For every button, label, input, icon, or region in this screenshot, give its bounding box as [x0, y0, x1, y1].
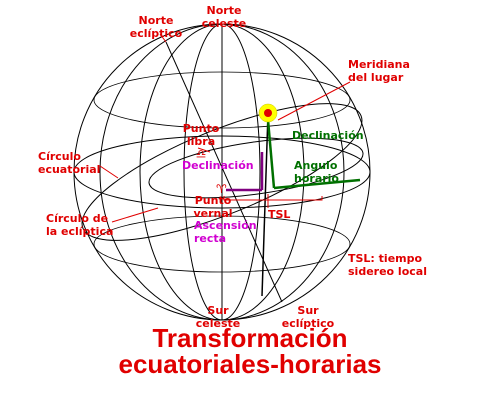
diagram-title-line-1: Transformación — [152, 323, 348, 353]
leader-circulo-ecliptica — [111, 207, 159, 223]
label-tsl: TSL — [268, 208, 291, 221]
diagram-title-line-2: ecuatoriales-horarias — [118, 349, 382, 379]
leader-meridiana — [277, 81, 351, 121]
sun-dot — [264, 109, 272, 117]
ecliptic-axis — [165, 41, 283, 303]
declination-arc-sun — [266, 119, 276, 189]
aries-icon: ♈ — [216, 182, 227, 196]
declination-circle — [148, 137, 364, 199]
label-declinacion-sol: Declinación — [292, 129, 364, 142]
label-declinacion-mag: Declinación — [182, 159, 254, 172]
leader-norte-ecliptico — [159, 33, 167, 43]
tsl-bracket — [223, 196, 323, 201]
libra-leader — [197, 147, 211, 153]
hour-angle-arc — [273, 178, 361, 190]
sun-hour-line — [261, 112, 269, 297]
leader-circulo-ecuatorial — [99, 165, 119, 179]
libra-icon: ♎ — [195, 147, 207, 161]
